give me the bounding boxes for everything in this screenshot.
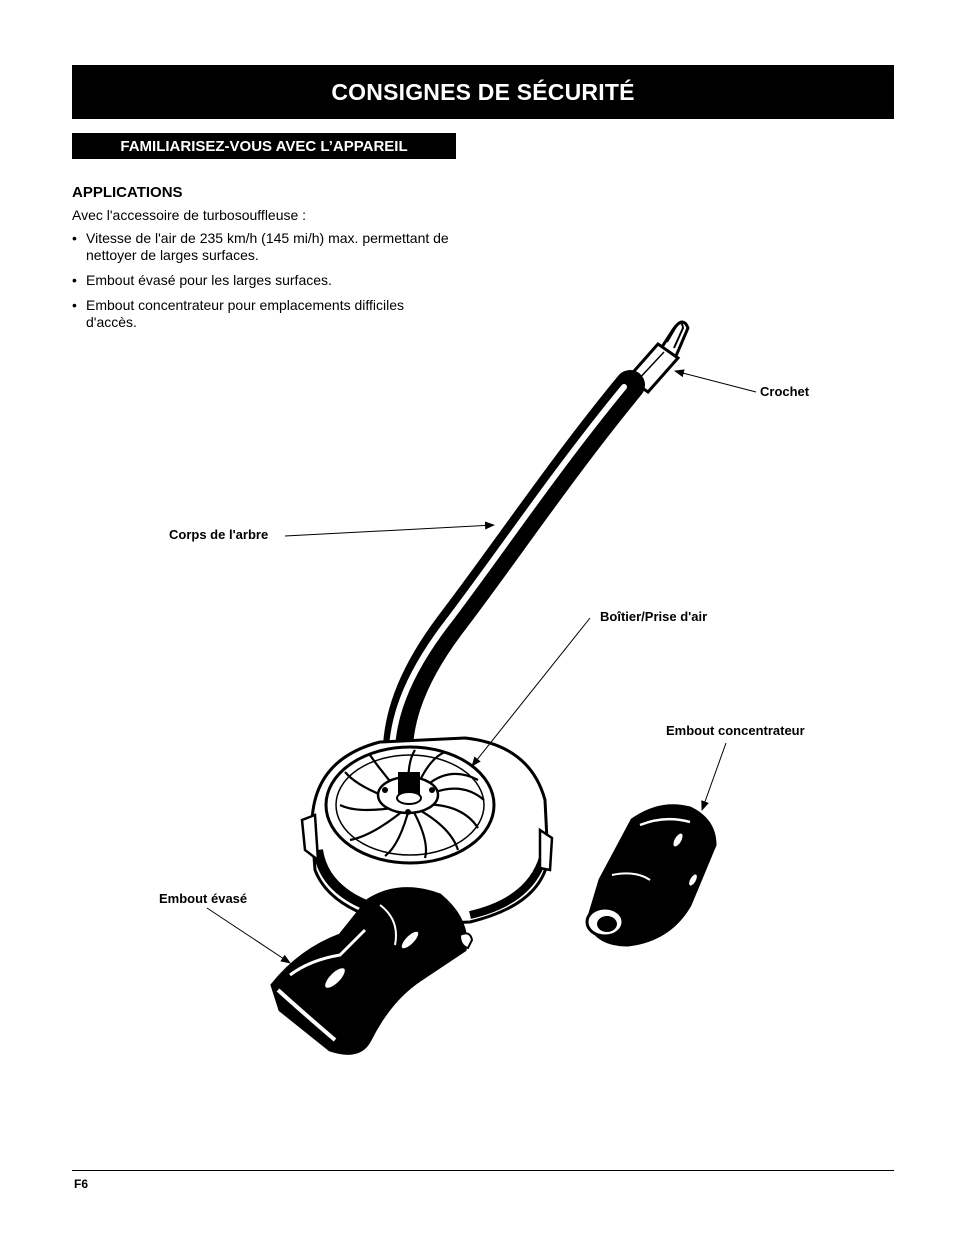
section-heading: FAMILIARISEZ-VOUS AVEC L’APPAREIL — [120, 137, 408, 155]
applications-intro: Avec l'accessoire de turbosouffleuse : — [72, 207, 307, 223]
section-heading-bar: FAMILIARISEZ-VOUS AVEC L’APPAREIL — [72, 133, 456, 159]
crochet-leader-line — [674, 369, 757, 393]
evase-leader-line — [206, 907, 291, 964]
label-embout-concentrateur: Embout concentrateur — [666, 723, 805, 738]
corps-leader-line — [284, 521, 495, 537]
flared-nozzle-icon — [270, 887, 474, 1055]
concentrateur-leader-line — [701, 742, 727, 811]
page-title-bar: CONSIGNES DE SÉCURITÉ — [72, 65, 894, 119]
label-boitier: Boîtier/Prise d'air — [600, 609, 708, 624]
footer-divider — [72, 1170, 894, 1171]
label-embout-evase: Embout évasé — [159, 891, 248, 906]
label-crochet: Crochet — [760, 384, 810, 399]
boitier-leader-line — [471, 617, 591, 767]
applications-heading: APPLICATIONS — [72, 184, 183, 201]
page-title: CONSIGNES DE SÉCURITÉ — [331, 78, 635, 105]
applications-list: Vitesse de l'air de 235 km/h (145 mi/h) … — [72, 230, 452, 339]
housing-icon — [300, 736, 554, 927]
list-item: Vitesse de l'air de 235 km/h (145 mi/h) … — [72, 230, 452, 264]
shaft-icon — [382, 370, 645, 785]
concentrator-nozzle-icon — [585, 804, 717, 947]
list-item: Embout évasé pour les larges surfaces. — [72, 272, 452, 289]
page-number: F6 — [74, 1177, 89, 1191]
list-item: Embout concentrateur pour emplacements d… — [72, 297, 452, 331]
label-corps-arbre: Corps de l'arbre — [169, 527, 269, 542]
